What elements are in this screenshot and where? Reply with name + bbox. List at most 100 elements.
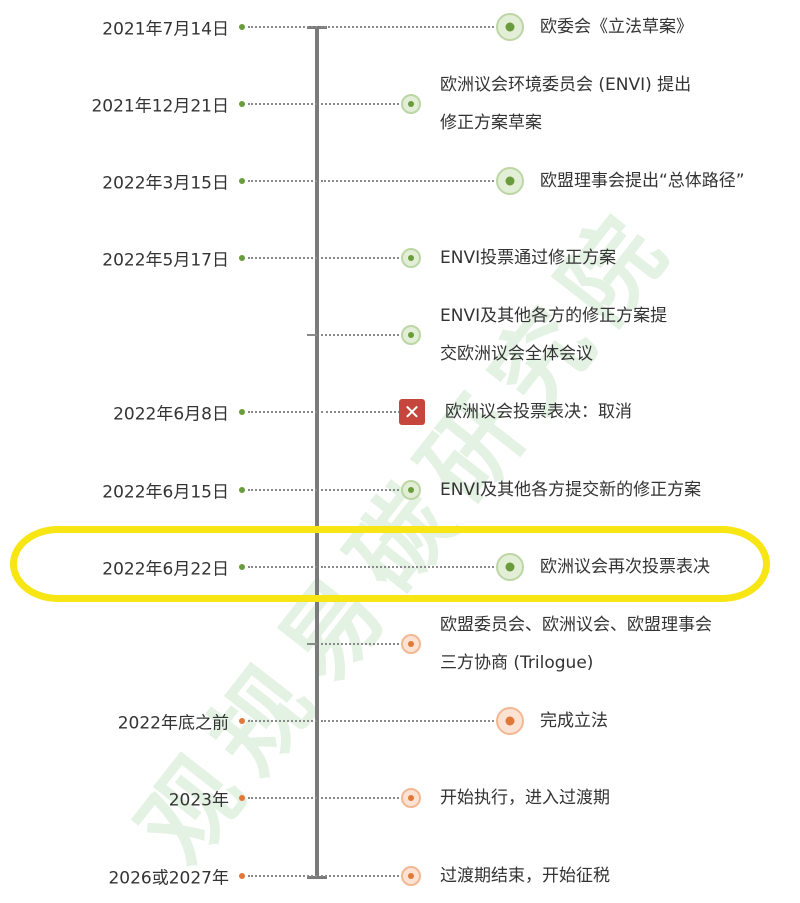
- spine-bottom-cap: [307, 876, 327, 879]
- timeline-date: 2021年12月21日: [91, 96, 229, 117]
- timeline-row: 2023年 开始执行，进入过渡期: [0, 788, 800, 811]
- timeline-row: ENVI及其他各方的修正方案提交欧洲议会全体会议: [0, 306, 800, 364]
- timeline-row: 2022年5月17日 ENVI投票通过修正方案: [0, 248, 800, 271]
- marker-core: [408, 795, 414, 801]
- event-connector: [321, 720, 498, 722]
- event-text-line: 欧盟委员会、欧洲议会、欧盟理事会: [440, 615, 712, 635]
- date-dot: [239, 873, 245, 879]
- spine-top-cap: [307, 26, 327, 29]
- event-marker-large: [496, 707, 524, 735]
- date-connector: [248, 797, 317, 799]
- event-connector: [321, 643, 399, 645]
- date-dot: [239, 487, 245, 493]
- timeline-date: 2022年3月15日: [102, 173, 229, 194]
- event-marker-small: [401, 634, 421, 654]
- event-marker-small: [401, 325, 421, 345]
- event-connector: [321, 180, 498, 182]
- date-dot: [239, 564, 245, 570]
- marker-core: [408, 101, 414, 107]
- event-text-line: ENVI及其他各方的修正方案提: [440, 306, 668, 326]
- date-connector: [248, 257, 317, 259]
- timeline-date: 2021年7月14日: [102, 19, 229, 40]
- event-connector: [321, 797, 399, 799]
- event-text-line: 修正方案草案: [440, 113, 542, 133]
- event-marker-large: [496, 553, 524, 581]
- date-connector: [248, 103, 317, 105]
- event-marker-small: [401, 94, 421, 114]
- date-dot: [239, 718, 245, 724]
- event-marker-large: [496, 167, 524, 195]
- spine-tick: [307, 334, 317, 336]
- timeline-row: 2026或2027年 过渡期结束，开始征税: [0, 866, 800, 889]
- timeline-event: 开始执行，进入过渡期: [440, 779, 610, 817]
- date-connector: [248, 566, 317, 568]
- timeline-date: 2022年5月17日: [102, 250, 229, 271]
- marker-core: [408, 487, 414, 493]
- event-connector: [321, 489, 399, 491]
- event-text-line: 开始执行，进入过渡期: [440, 788, 610, 808]
- event-marker-small: [401, 248, 421, 268]
- event-connector: [321, 26, 498, 28]
- event-marker-small: [401, 480, 421, 500]
- date-connector: [248, 875, 317, 877]
- event-text-line: 欧委会《立法草案》: [540, 17, 693, 37]
- timeline-row: 2022年6月8日✕欧洲议会投票表决：取消: [0, 399, 800, 425]
- timeline-event: 欧委会《立法草案》: [540, 8, 693, 46]
- timeline-event: 欧洲议会环境委员会 (ENVI) 提出修正方案草案: [440, 66, 691, 142]
- timeline-event: ENVI投票通过修正方案: [440, 239, 616, 277]
- date-dot: [239, 178, 245, 184]
- date-dot: [239, 795, 245, 801]
- event-text-line: 欧洲议会环境委员会 (ENVI) 提出: [440, 75, 692, 95]
- date-dot: [239, 409, 245, 415]
- event-text-line: 过渡期结束，开始征税: [440, 866, 610, 886]
- marker-core: [408, 332, 414, 338]
- marker-core: [408, 255, 414, 261]
- timeline-event: 完成立法: [540, 702, 608, 740]
- date-connector: [248, 489, 317, 491]
- timeline-date: 2023年: [168, 790, 229, 811]
- marker-core: [408, 641, 414, 647]
- timeline-event: 欧洲议会再次投票表决: [540, 548, 710, 586]
- date-dot: [239, 101, 245, 107]
- event-connector: [321, 566, 498, 568]
- timeline-date: 2026或2027年: [108, 868, 229, 889]
- event-connector: [321, 103, 399, 105]
- event-text-line: 欧洲议会再次投票表决: [540, 557, 710, 577]
- spine-tick: [307, 643, 317, 645]
- timeline-date: 2022年6月8日: [113, 404, 229, 425]
- timeline-event: ENVI及其他各方提交新的修正方案: [440, 471, 701, 509]
- date-connector: [248, 411, 317, 413]
- timeline-row: 2022年底之前完成立法: [0, 707, 800, 735]
- event-text-line: ENVI及其他各方提交新的修正方案: [440, 480, 702, 500]
- timeline-row: 2022年6月22日 欧洲议会再次投票表决: [0, 553, 800, 581]
- event-connector: [321, 334, 399, 336]
- event-marker-small: [401, 866, 421, 886]
- date-connector: [248, 26, 317, 28]
- date-connector: [248, 720, 317, 722]
- timeline-date: 2022年6月15日: [102, 482, 229, 503]
- event-text-line: 完成立法: [540, 711, 608, 731]
- event-connector: [321, 411, 400, 413]
- marker-core: [505, 176, 515, 186]
- event-connector: [321, 875, 399, 877]
- timeline-spine: [315, 26, 319, 878]
- timeline-date: 2022年6月22日: [102, 559, 229, 580]
- marker-core: [408, 873, 414, 879]
- timeline-event: 欧盟委员会、欧洲议会、欧盟理事会三方协商 (Trilogue): [440, 606, 712, 682]
- timeline-row: 2022年6月15日 ENVI及其他各方提交新的修正方案: [0, 480, 800, 503]
- timeline-row: 2021年7月14日 欧委会《立法草案》: [0, 13, 800, 41]
- timeline-event: 欧盟理事会提出“总体路径”: [540, 162, 745, 200]
- event-text-line: 三方协商 (Trilogue): [440, 653, 594, 673]
- timeline-event: 过渡期结束，开始征税: [440, 857, 610, 895]
- event-text-line: ENVI投票通过修正方案: [440, 248, 617, 268]
- date-connector: [248, 180, 317, 182]
- timeline-row: 2022年3月15日欧盟理事会提出“总体路径”: [0, 167, 800, 195]
- marker-core: [505, 22, 515, 32]
- timeline-event: ENVI及其他各方的修正方案提交欧洲议会全体会议: [440, 297, 667, 373]
- timeline-event: 欧洲议会投票表决：取消: [445, 393, 632, 431]
- cancel-icon: ✕: [399, 399, 425, 425]
- timeline-row: 欧盟委员会、欧洲议会、欧盟理事会三方协商 (Trilogue): [0, 615, 800, 673]
- event-text-line: 交欧洲议会全体会议: [440, 344, 593, 364]
- event-marker-large: [496, 13, 524, 41]
- marker-core: [505, 562, 515, 572]
